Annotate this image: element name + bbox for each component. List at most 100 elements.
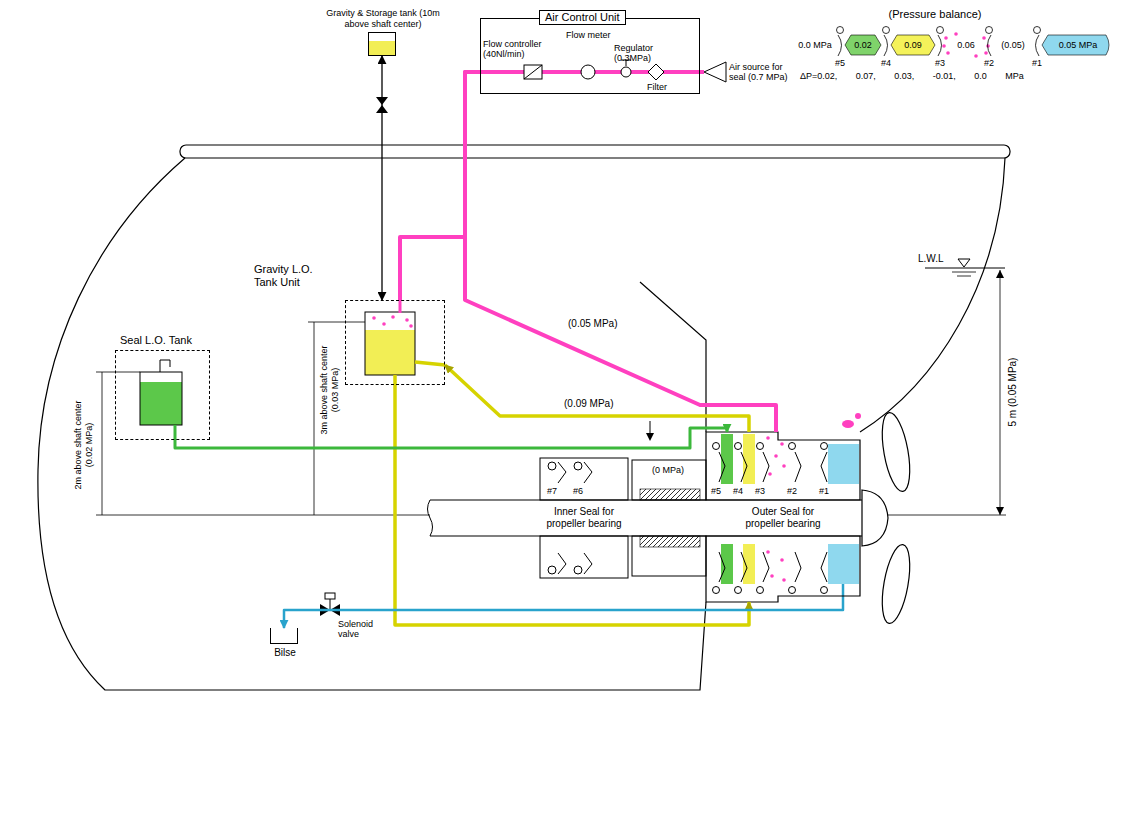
- sea-water-chamber: [828, 544, 859, 584]
- drawing-part: [795, 552, 801, 582]
- seal-lip: [558, 462, 566, 483]
- seal-number: #1: [816, 486, 832, 496]
- seal-lip: [584, 553, 592, 574]
- component-label: Filter: [642, 82, 672, 92]
- oil-chamber: [743, 544, 755, 584]
- air-line: [465, 72, 776, 432]
- drawing-part: [982, 36, 986, 40]
- air-line: [400, 72, 480, 300]
- air-bubble: [766, 436, 770, 440]
- shaft-center-line: [888, 515, 1006, 516]
- solenoid-valve-symbol: [330, 599, 331, 610]
- seal-number: #2: [784, 486, 800, 496]
- air-bubble: [770, 574, 774, 578]
- seal-number: #3: [932, 58, 948, 68]
- drawing-part: [795, 452, 801, 482]
- vent-pipe: [160, 360, 170, 372]
- propeller-blade: [877, 411, 915, 494]
- water-level-symbol: [952, 272, 976, 273]
- oil-chamber: [721, 544, 733, 584]
- pressure-value: 0.09: [899, 40, 927, 51]
- seal-number: #4: [878, 58, 894, 68]
- pressure-value: 0.0 MPa: [792, 40, 838, 51]
- unit-label: Gravity L.O. Tank Unit: [254, 263, 334, 289]
- seal-number: #1: [1029, 58, 1045, 68]
- drawing-part: [757, 443, 764, 450]
- air-bubble: [391, 315, 395, 319]
- dimension-label: 3m above shaft center (0.03 MPa): [319, 340, 341, 440]
- pressure-value: 0.02: [849, 40, 877, 51]
- oil-pipe: [415, 362, 445, 365]
- component-label: Solenoid valve: [338, 619, 390, 639]
- drawing-part: [719, 452, 725, 482]
- air-pipe: [399, 300, 402, 313]
- drawing-part: [954, 32, 958, 36]
- air-bubble: [405, 318, 409, 322]
- drawing-part: [821, 552, 827, 582]
- drawing-part: [713, 587, 720, 594]
- bearing: [632, 460, 706, 500]
- drawing-part: [938, 35, 942, 56]
- drawing-part: [884, 35, 888, 56]
- drawing-part: [838, 35, 842, 56]
- drawing-part: [837, 27, 844, 34]
- pressure-value: (0 MPa): [640, 465, 696, 476]
- drawing-part: [821, 587, 828, 594]
- tank-outline: [365, 312, 415, 375]
- deck-line: [180, 145, 1010, 158]
- seal-lip: [584, 462, 592, 483]
- seal-housing: [540, 536, 628, 578]
- seal-number: #5: [832, 58, 848, 68]
- seal-number: #6: [570, 486, 586, 496]
- dimension-label: 5 m (0.05 MPa): [1007, 322, 1019, 462]
- air-bubble: [782, 578, 786, 582]
- seal-ring: [548, 566, 556, 574]
- pipe-pressure-label: (0.09 MPa): [562, 398, 615, 410]
- drawing-part: [1034, 27, 1041, 34]
- air-bubble: [774, 454, 778, 458]
- pressure-chamber: [1042, 35, 1109, 55]
- bearing: [632, 536, 706, 576]
- component-label: Air source for seal (0.7 MPa): [729, 62, 793, 82]
- water-line: [925, 268, 1005, 269]
- drain-pipe: [842, 584, 845, 602]
- seal-label: Inner Seal for propeller bearing: [538, 506, 630, 530]
- seal-number: #5: [708, 486, 724, 496]
- drawing-part: [988, 35, 992, 56]
- bilge-well: Bilse: [270, 628, 298, 644]
- oil-line: [445, 365, 749, 432]
- oil-level: [365, 330, 415, 375]
- drawing-part: [946, 51, 950, 55]
- pressure-arrow: [646, 433, 654, 441]
- seal-number: #7: [544, 486, 560, 496]
- pressure-value: (0.05): [995, 40, 1031, 51]
- seal-number: #2: [981, 58, 997, 68]
- shaft-break: [428, 500, 433, 536]
- tank-unit-box: Gravity L.O. Tank Unit: [345, 300, 445, 385]
- dimension-arrow: [996, 507, 1004, 515]
- sea-water-chamber: [828, 444, 859, 484]
- drawing-part: [821, 452, 827, 482]
- seal-assembly: Inner Seal for propeller bearing: [538, 456, 630, 582]
- oil-pipe: [174, 425, 177, 440]
- shaft-center-line: [96, 515, 430, 516]
- air-bubble: [782, 464, 786, 468]
- seal-marks: [837, 27, 1041, 57]
- air-bubble: [372, 316, 376, 320]
- oil-line: [381, 56, 382, 300]
- filter-symbol: [648, 64, 664, 80]
- drawing-part: [789, 443, 796, 450]
- drawing-part: [944, 36, 948, 40]
- storage-tank: Gravity & Storage tank (10m above shaft …: [368, 32, 396, 56]
- pressure-value: 0.06: [952, 40, 980, 51]
- drawing-part: [883, 27, 890, 34]
- seal-assembly: Outer Seal for propeller bearing: [706, 432, 860, 602]
- unit-title: Air Control Unit: [539, 10, 626, 25]
- drawing-part: [974, 54, 978, 58]
- drawing-part: [763, 552, 769, 582]
- seal-lip: [558, 553, 566, 574]
- propeller-hub: [862, 490, 888, 546]
- drawing-part: [984, 51, 988, 55]
- drawing-part: [789, 587, 796, 594]
- air-bubble: [768, 472, 772, 476]
